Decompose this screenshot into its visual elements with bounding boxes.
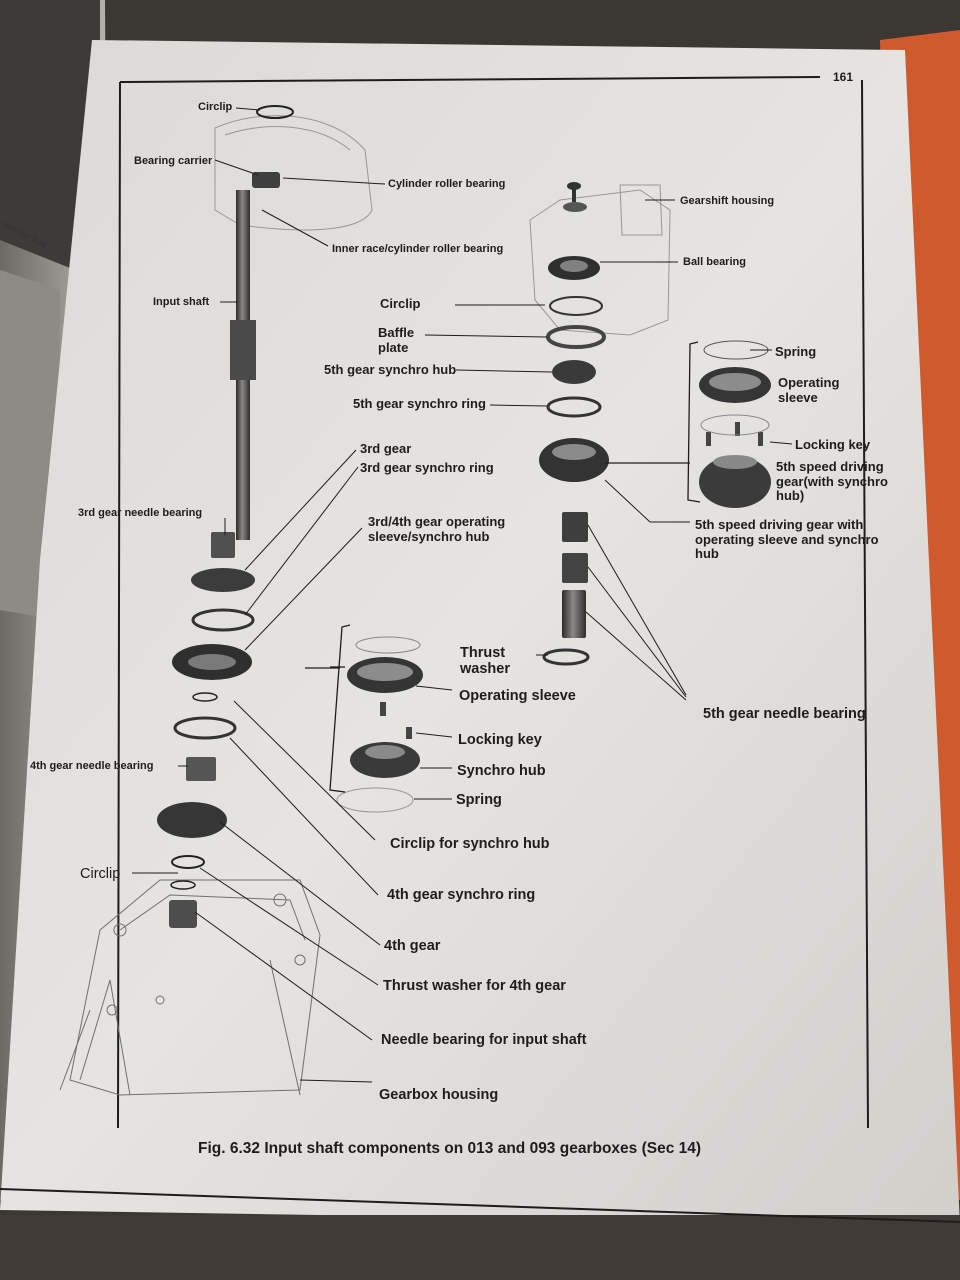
label-3rd-needle-bearing: 3rd gear needle bearing — [78, 507, 203, 519]
label-thrust-washer-4th: Thrust washer for 4th gear — [383, 978, 566, 994]
label-circlip-synchro-hub: Circlip for synchro hub — [390, 836, 550, 852]
label-baffle-plate: Baffle plate — [378, 325, 415, 355]
label-circlip-mid: Circlip — [380, 296, 421, 311]
label-gearshift-housing: Gearshift housing — [680, 195, 775, 207]
label-thrust-washer: Thrust washer — [460, 645, 510, 678]
label-3rd-4th-sleeve-hub: 3rd/4th gear operating sleeve/synchro hu… — [368, 514, 506, 544]
label-needle-bearing-input-shaft: Needle bearing for input shaft — [381, 1032, 587, 1048]
label-circlip-bottom: Circlip — [80, 866, 121, 882]
label-bearing-carrier: Bearing carrier — [134, 155, 213, 167]
label-5th-speed-gear-hub: 5th speed driving gear(with synchro hub) — [776, 459, 888, 504]
label-5th-synchro-ring: 5th gear synchro ring — [353, 396, 486, 411]
label-4th-needle-bearing: 4th gear needle bearing — [30, 760, 154, 772]
figure-caption: Fig. 6.32 Input shaft components on 013 … — [198, 1140, 702, 1157]
label-4th-gear-synchro-ring: 4th gear synchro ring — [387, 887, 536, 903]
label-inner-race: Inner race/cylinder roller bearing — [332, 243, 504, 255]
label-gearbox-housing: Gearbox housing — [379, 1087, 499, 1103]
label-5th-synchro-hub: 5th gear synchro hub — [324, 362, 457, 377]
label-circlip-top: Circlip — [198, 101, 233, 113]
label-4th-gear: 4th gear — [384, 938, 441, 954]
label-locking-key-right: Locking key — [795, 437, 871, 452]
label-3rd-gear: 3rd gear — [360, 441, 412, 456]
label-input-shaft: Input shaft — [153, 296, 210, 308]
label-5th-needle-bearing: 5th gear needle bearing — [703, 706, 866, 722]
label-operating-sleeve: Operating sleeve — [459, 688, 576, 704]
label-spring: Spring — [456, 792, 502, 808]
label-synchro-hub: Synchro hub — [457, 763, 546, 779]
label-locking-key: Locking key — [458, 732, 542, 748]
page-number: 161 — [833, 70, 854, 84]
label-5th-speed-assembly: 5th speed driving gear with operating sl… — [695, 517, 879, 562]
label-operating-sleeve-right: Operating sleeve — [778, 375, 840, 405]
label-ball-bearing: Ball bearing — [683, 256, 746, 268]
label-spring-right: Spring — [775, 344, 817, 359]
label-3rd-gear-synchro-ring: 3rd gear synchro ring — [360, 460, 494, 475]
label-cylinder-roller-bearing: Cylinder roller bearing — [388, 178, 506, 190]
